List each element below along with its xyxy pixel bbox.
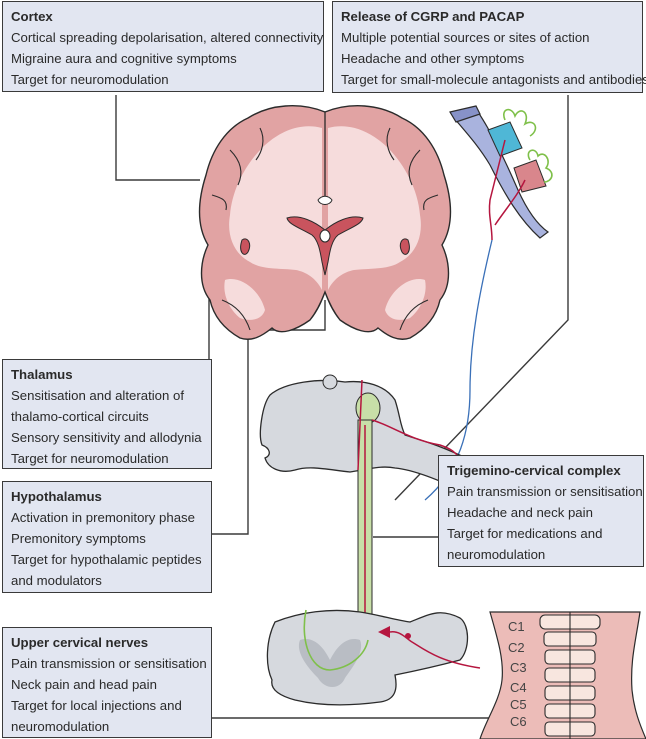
connector-cortex [115,95,200,181]
thalamus-title: Thalamus [11,367,73,382]
vertebra-label-c3: C3 [510,660,527,675]
brainstem-section [259,374,471,651]
vertebra-label-c2: C2 [508,640,525,655]
insula-left [240,238,251,255]
brain-white-matter [229,126,421,291]
grey-matter-butterfly [298,639,362,687]
hypothalamus-box: Hypothalamus Activation in premonitory p… [2,481,212,593]
entry-arrow [378,626,390,638]
insula-right [399,238,410,255]
thalamus-box: Thalamus Sensitisation and alteration of… [2,359,212,469]
connector-cgrp [394,95,569,501]
blood-vessel-cyan [487,121,523,157]
trigemino-title: Trigemino-cervical complex [447,463,621,478]
trigemino-line-3: Target for medications and [447,526,603,541]
cortex-title: Cortex [11,9,53,24]
cortex-line-1: Cortical spreading depolarisation, alter… [11,30,324,45]
meningeal-vessel [424,105,553,501]
cgrp-line-1: Multiple potential sources or sites of a… [341,30,590,45]
cervical-title: Upper cervical nerves [11,635,149,650]
hypothalamus-line-2: Premonitory symptoms [11,531,146,546]
third-ventricle [319,229,331,243]
blood-vessel-red [513,159,547,193]
cgrp-line-2: Headache and other symptoms [341,51,525,66]
thalamus-line-3: Sensory sensitivity and allodynia [11,430,202,445]
vertebra-label-c6: C6 [510,714,527,729]
green-nerve-fibres [503,108,553,183]
cervical-afferent [389,631,481,669]
trigemino-line-4: neuromodulation [447,547,546,562]
trigemino-cervical-box: Trigemino-cervical complex Pain transmis… [438,455,644,567]
thalamus-line-2: thalamo-cortical circuits [11,409,149,424]
thalamus-line-4: Target for neuromodulation [11,451,169,466]
brain-white-matter-temporal [224,279,426,320]
green-pathway-loop [303,609,369,671]
cgrp-line-3: Target for small-molecule antagonists an… [341,72,646,87]
cervical-line-1: Pain transmission or sensitisation [11,656,207,671]
neck-illustration: C1 C2 C3 C4 C5 C6 [479,611,646,739]
cervical-vertebrae [539,612,601,739]
brain-sulci [211,127,439,331]
upper-cervical-box: Upper cervical nerves Pain transmission … [2,627,212,738]
hypothalamus-line-3: Target for hypothalamic peptides [11,552,202,567]
vertebra-label-c1: C1 [508,619,525,634]
dorsal-root-ganglion [405,633,411,639]
corpus-callosum-gap [317,195,333,205]
cervical-line-2: Neck pain and head pain [11,677,157,692]
hypothalamus-line-1: Activation in premonitory phase [11,510,195,525]
spinal-cord-shape [266,609,469,706]
nucleus-dot [322,374,338,390]
trigemino-line-2: Headache and neck pain [447,505,593,520]
thalamus-line-1: Sensitisation and alteration of [11,388,185,403]
red-nerve-fibres [488,139,526,241]
vessel-top [449,105,481,123]
vertebra-label-c5: C5 [510,697,527,712]
cervical-line-4: neuromodulation [11,719,110,734]
cervical-line-3: Target for local injections and [11,698,182,713]
cgrp-box: Release of CGRP and PACAP Multiple poten… [332,1,646,93]
cortex-line-2: Migraine aura and cognitive symptoms [11,51,237,66]
trigemino-line-1: Pain transmission or sensitisation [447,484,643,499]
brain-coronal-section [198,105,452,340]
cortex-box: Cortex Cortical spreading depolarisation… [2,1,324,92]
cgrp-title: Release of CGRP and PACAP [341,9,525,24]
hypothalamus-title: Hypothalamus [11,489,102,504]
cortex-line-3: Target for neuromodulation [11,72,169,87]
vertebra-label-c4: C4 [510,680,527,695]
hypothalamus-line-4: and modulators [11,573,102,588]
spinal-cord-section [266,609,481,706]
